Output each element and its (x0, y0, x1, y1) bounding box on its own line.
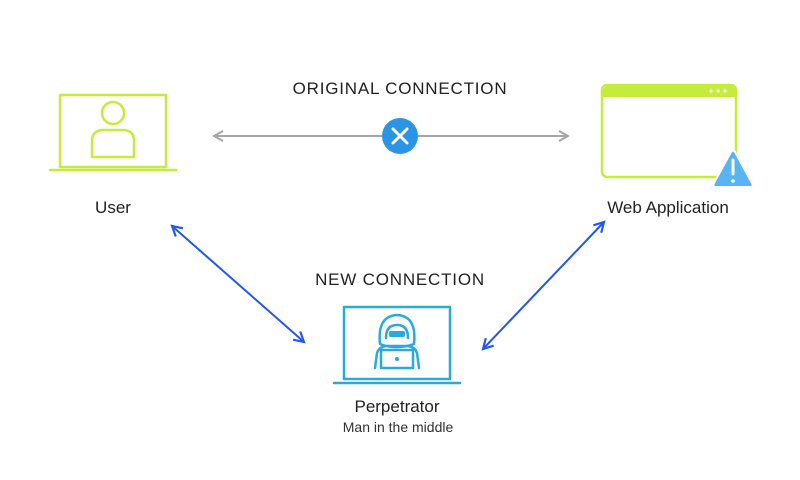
perpetrator-label: Perpetrator (354, 397, 440, 416)
perpetrator-webapp-arrow (483, 222, 604, 349)
perpetrator-sublabel: Man in the middle (342, 419, 454, 435)
original-connection-label: ORIGINAL CONNECTION (292, 79, 508, 98)
warning-triangle-icon (712, 149, 754, 188)
laptop-hacker-icon (332, 305, 462, 385)
laptop-user-icon (48, 93, 178, 172)
user-label: User (95, 198, 131, 217)
web-application-label: Web Application (607, 198, 729, 217)
new-connection-label: NEW CONNECTION (315, 270, 485, 289)
user-perpetrator-arrow (172, 226, 304, 342)
browser-window-icon (600, 83, 738, 179)
blocked-x-icon (382, 118, 418, 154)
